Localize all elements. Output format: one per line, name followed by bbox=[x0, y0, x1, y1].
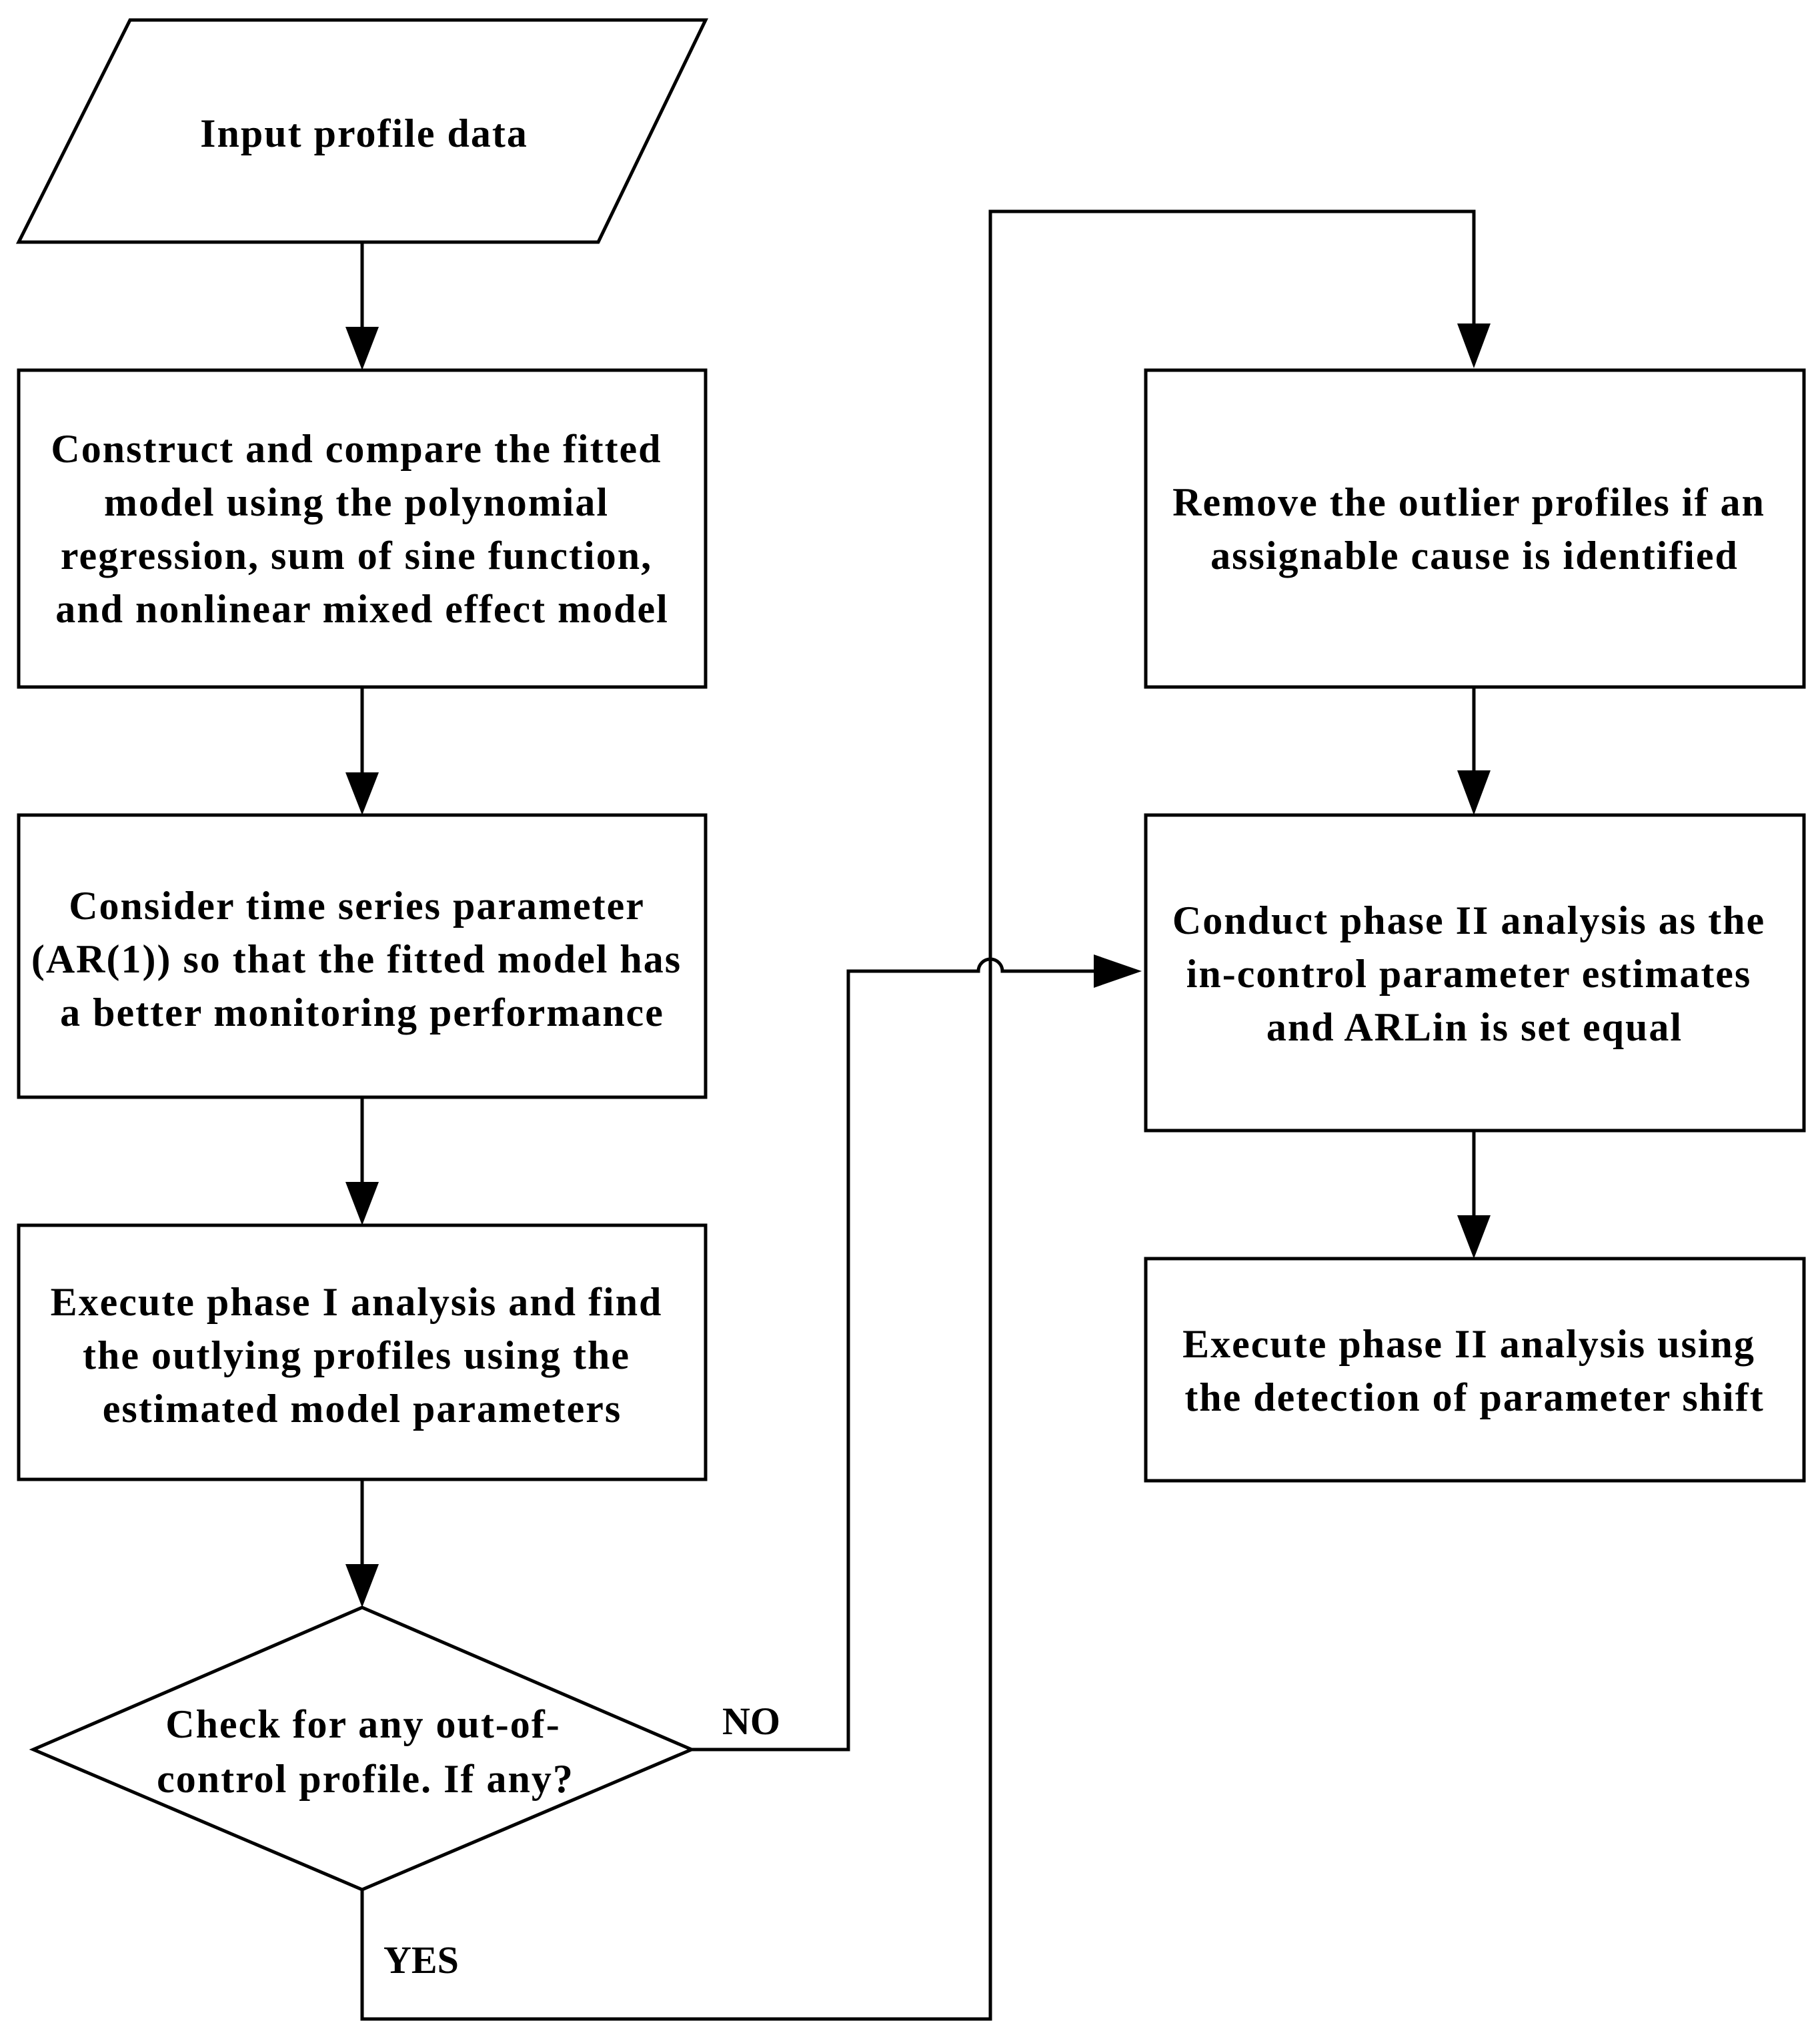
consider-line-2: (AR(1)) so that the fitted model has bbox=[31, 937, 682, 981]
consider-box bbox=[17, 813, 708, 1099]
conduct-line-3: and ARLin is set equal bbox=[1266, 1005, 1683, 1049]
consider-line-3: a better monitoring performance bbox=[60, 990, 664, 1035]
input-parallelogram bbox=[15, 18, 708, 244]
construct-line-2: model using the polynomial bbox=[104, 480, 609, 524]
conduct-box bbox=[1144, 813, 1806, 1133]
remove-node: Remove the outlier profiles if an assign… bbox=[1144, 368, 1806, 689]
arrowhead-consider-to-phase1 bbox=[345, 1182, 379, 1225]
input-text: Input profile data bbox=[200, 111, 528, 155]
execute2-box bbox=[1144, 1257, 1806, 1483]
arrowhead-yes-path bbox=[1457, 323, 1491, 368]
remove-line-1: Remove the outlier profiles if an bbox=[1172, 480, 1765, 524]
conduct-line-1: Conduct phase II analysis as the bbox=[1172, 898, 1765, 942]
remove-text: Remove the outlier profiles if an assign… bbox=[1172, 480, 1777, 578]
phase1-line-2: the outlying profiles using the bbox=[83, 1333, 630, 1377]
execute2-line-2: the detection of parameter shift bbox=[1184, 1375, 1764, 1419]
consider-line-1: Consider time series parameter bbox=[69, 884, 644, 928]
check-text: Check for any out-of- control profile. I… bbox=[157, 1702, 574, 1801]
phase1-node: Execute phase I analysis and find the ou… bbox=[17, 1223, 708, 1481]
no-label: NO bbox=[722, 1700, 780, 1743]
check-diamond bbox=[29, 1605, 696, 1892]
check-line-2: control profile. If any? bbox=[157, 1757, 574, 1801]
consider-text: Consider time series parameter (AR(1)) s… bbox=[31, 884, 693, 1035]
input-line-1: Input profile data bbox=[200, 111, 528, 155]
check-node: Check for any out-of- control profile. I… bbox=[29, 1605, 696, 1892]
arrowhead-conduct-to-execute2 bbox=[1457, 1215, 1491, 1259]
conduct-line-2: in-control parameter estimates bbox=[1186, 952, 1752, 996]
arrowhead-input-to-construct bbox=[345, 327, 379, 370]
input-node: Input profile data bbox=[15, 18, 708, 244]
construct-line-1: Construct and compare the fitted bbox=[51, 427, 662, 471]
construct-node: Construct and compare the fitted model u… bbox=[17, 368, 708, 689]
consider-node: Consider time series parameter (AR(1)) s… bbox=[17, 813, 708, 1099]
construct-text: Construct and compare the fitted model u… bbox=[51, 427, 673, 631]
phase1-line-3: estimated model parameters bbox=[103, 1387, 622, 1431]
arrowhead-remove-to-conduct bbox=[1457, 770, 1491, 815]
arrowhead-construct-to-consider bbox=[345, 772, 379, 815]
phase1-text: Execute phase I analysis and find the ou… bbox=[51, 1280, 674, 1431]
construct-line-3: regression, sum of sine function, bbox=[61, 534, 652, 578]
remove-line-2: assignable cause is identified bbox=[1210, 534, 1739, 578]
check-line-1: Check for any out-of- bbox=[165, 1702, 561, 1746]
phase1-line-1: Execute phase I analysis and find bbox=[51, 1280, 663, 1324]
yes-label: YES bbox=[383, 1938, 459, 1982]
arrow-no-path bbox=[692, 957, 1094, 1752]
execute2-node: Execute phase II analysis using the dete… bbox=[1144, 1257, 1806, 1483]
execute2-text: Execute phase II analysis using the dete… bbox=[1182, 1322, 1767, 1419]
remove-box bbox=[1144, 368, 1806, 689]
execute2-line-1: Execute phase II analysis using bbox=[1182, 1322, 1755, 1366]
phase1-box bbox=[17, 1223, 708, 1481]
arrowhead-no-path bbox=[1094, 954, 1142, 988]
arrow-yes-path bbox=[360, 209, 1476, 2021]
conduct-text: Conduct phase II analysis as the in-cont… bbox=[1172, 898, 1777, 1049]
construct-box bbox=[17, 368, 708, 689]
conduct-node: Conduct phase II analysis as the in-cont… bbox=[1144, 813, 1806, 1133]
arrowhead-phase1-to-check bbox=[345, 1564, 379, 1607]
construct-line-4: and nonlinear mixed effect model bbox=[55, 587, 669, 631]
connectors bbox=[345, 209, 1491, 2021]
